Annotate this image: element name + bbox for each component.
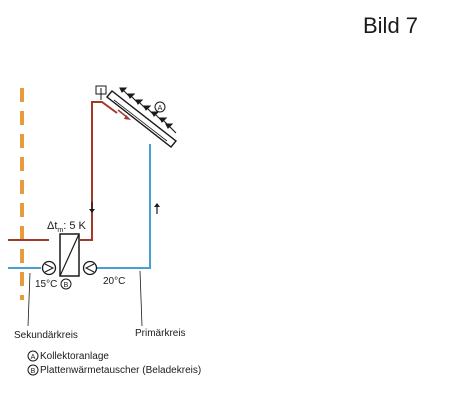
svg-text:Kollektoranlage: Kollektoranlage [40,351,109,362]
figure-title: Bild 7 [363,13,418,38]
primary-pump [82,260,98,276]
secondary-circuit-label: Sekundärkreis [14,330,78,341]
legend-item-a: A Kollektoranlage [27,350,109,362]
primary-circuit-leader [139,270,143,327]
secondary-temperature-label: 15°C [35,279,57,290]
primary-hot-line [80,101,118,241]
svg-text:Plattenwärmetauscher (Beladekr: Plattenwärmetauscher (Beladekreis) [40,365,201,376]
air-vent-icon [95,85,107,100]
svg-text:A: A [31,354,36,361]
solar-collector [105,90,178,148]
legend-item-b: B Plattenwärmetauscher (Beladekreis) [27,364,201,376]
secondary-circuit-leader [27,272,31,327]
primary-circuit-label: Primärkreis [135,328,186,339]
primary-cold-line [97,144,151,269]
down-flow-arrow-icon [89,202,95,213]
svg-text:B: B [31,368,36,375]
svg-text:B: B [64,282,69,289]
svg-text:A: A [158,105,163,112]
marker-a: A [154,101,166,113]
solar-radiation-arrows-icon [119,87,177,134]
marker-b: B [60,278,72,290]
secondary-pump [41,260,57,276]
heat-exchanger-plate [59,233,80,277]
primary-temperature-label: 20°C [103,276,125,287]
delta-t-label: Δtm: 5 K [47,220,87,234]
up-flow-arrow-icon [154,203,160,214]
legend: A Kollektoranlage B Plattenwärmetauscher… [27,350,201,376]
